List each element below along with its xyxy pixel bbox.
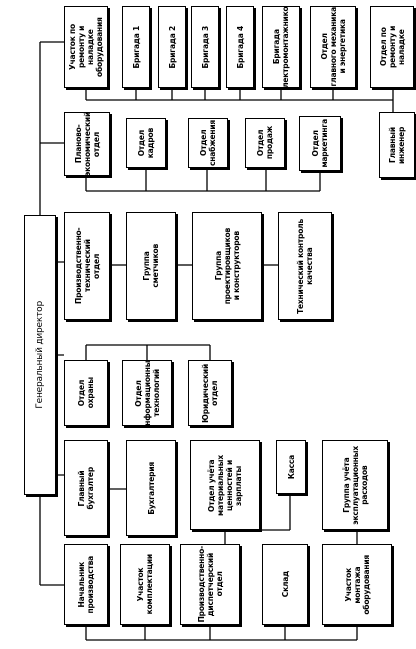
row5-box: Группа учёта эксплуатационных расходов (322, 440, 388, 530)
general-director-box: Генеральный директор (24, 215, 56, 495)
top-row-label: Бригада 1 (131, 25, 141, 69)
row2-box: Отдел снабжения (188, 118, 228, 168)
bottom-row-label: Участок комплектации (136, 554, 154, 615)
row2-label: Отдел продаж (256, 126, 274, 160)
top-row-box: Бригада 4 (226, 6, 254, 88)
bottom-row-label: Участок монтажа оборудования (343, 554, 371, 615)
row2-label: Отдел кадров (137, 127, 155, 159)
bottom-row-box: Участок монтажа оборудования (322, 544, 392, 625)
row3-box: Группа сметчиков (126, 212, 176, 320)
top-row-box: Отдел главного механика и энергетика (310, 6, 356, 88)
row2-box: Отдел маркетинга (299, 116, 341, 171)
bottom-row-box: Начальник производства (64, 544, 108, 625)
bottom-row-box: Производственно- диспетчерский отдел (180, 544, 240, 625)
row5-label: Бухгалтерия (146, 461, 156, 515)
top-row-label: Бригада 3 (200, 25, 210, 69)
bottom-row-label: Производственно- диспетчерский отдел (196, 546, 224, 623)
row3-label: Технический контроль качества (296, 218, 314, 314)
top-row-box: Бригада электромонтажников (262, 6, 300, 88)
row4-box: Отдел информационных технологий (122, 360, 172, 426)
row3-box: Производственно-технический отдел (64, 212, 110, 320)
top-row-box: Бригада 1 (122, 6, 150, 88)
row4-label: Юридический отдел (201, 363, 219, 423)
row3-label: Производственно-технический отдел (73, 227, 101, 305)
row4-label: Отдел информационных технологий (133, 360, 161, 426)
top-row-box: Бригада 2 (158, 6, 186, 88)
row3-box: Группа проектировщиков и конструкторов (192, 212, 262, 320)
bottom-row-label: Склад (280, 571, 290, 598)
top-row-label: Бригада 4 (235, 25, 245, 69)
top-row-box: Участок по ремонту и наладке оборудовани… (64, 6, 108, 88)
row5-box: Бухгалтерия (126, 440, 176, 536)
row2-label: Отдел маркетинга (311, 119, 329, 168)
row5-label: Касса (286, 454, 296, 480)
top-row-label: Участок по ремонту и наладке оборудовани… (68, 17, 104, 77)
row5-box: Касса (276, 440, 306, 494)
top-row-label: Отдел по ремонту и наладке (378, 25, 406, 69)
bottom-row-label: Начальник производства (77, 555, 95, 614)
top-row-label: Отдел главного механика и энергетика (319, 7, 347, 87)
chief-engineer-box: Главный инженер (379, 112, 415, 178)
row2-label: Планово-экономический отдел (73, 112, 101, 176)
top-row-label: Бригада 2 (167, 25, 177, 69)
top-row-box: Отдел по ремонту и наладке (370, 6, 414, 88)
row5-label: Группа учёта эксплуатационных расходов (341, 445, 369, 525)
row5-box: Отдел учёта материальных ценностей и зар… (190, 440, 260, 530)
row3-label: Группа проектировщиков и конструкторов (213, 227, 241, 305)
chief-accountant-box: Главный бухгалтер (64, 440, 108, 536)
row5-label: Отдел учёта материальных ценностей и зар… (207, 454, 243, 516)
row3-box: Технический контроль качества (278, 212, 332, 320)
general-director-label: Генеральный директор (35, 301, 45, 409)
bottom-row-box: Участок комплектации (120, 544, 170, 625)
top-row-box: Бригада 3 (191, 6, 219, 88)
row3-label: Группа сметчиков (142, 244, 160, 288)
row2-box: Отдел кадров (126, 118, 166, 168)
chief-engineer-label: Главный инженер (388, 126, 406, 164)
bottom-row-box: Склад (262, 544, 308, 625)
row2-box: Планово-экономический отдел (64, 112, 110, 176)
row4-box: Юридический отдел (188, 360, 232, 426)
row2-box: Отдел продаж (245, 118, 285, 168)
top-row-label: Бригада электромонтажников (272, 6, 290, 88)
row4-box: Отдел охраны (64, 360, 108, 426)
row2-label: Отдел снабжения (199, 120, 217, 166)
row5-label: Главный бухгалтер (77, 466, 95, 510)
row4-label: Отдел охраны (77, 377, 95, 409)
